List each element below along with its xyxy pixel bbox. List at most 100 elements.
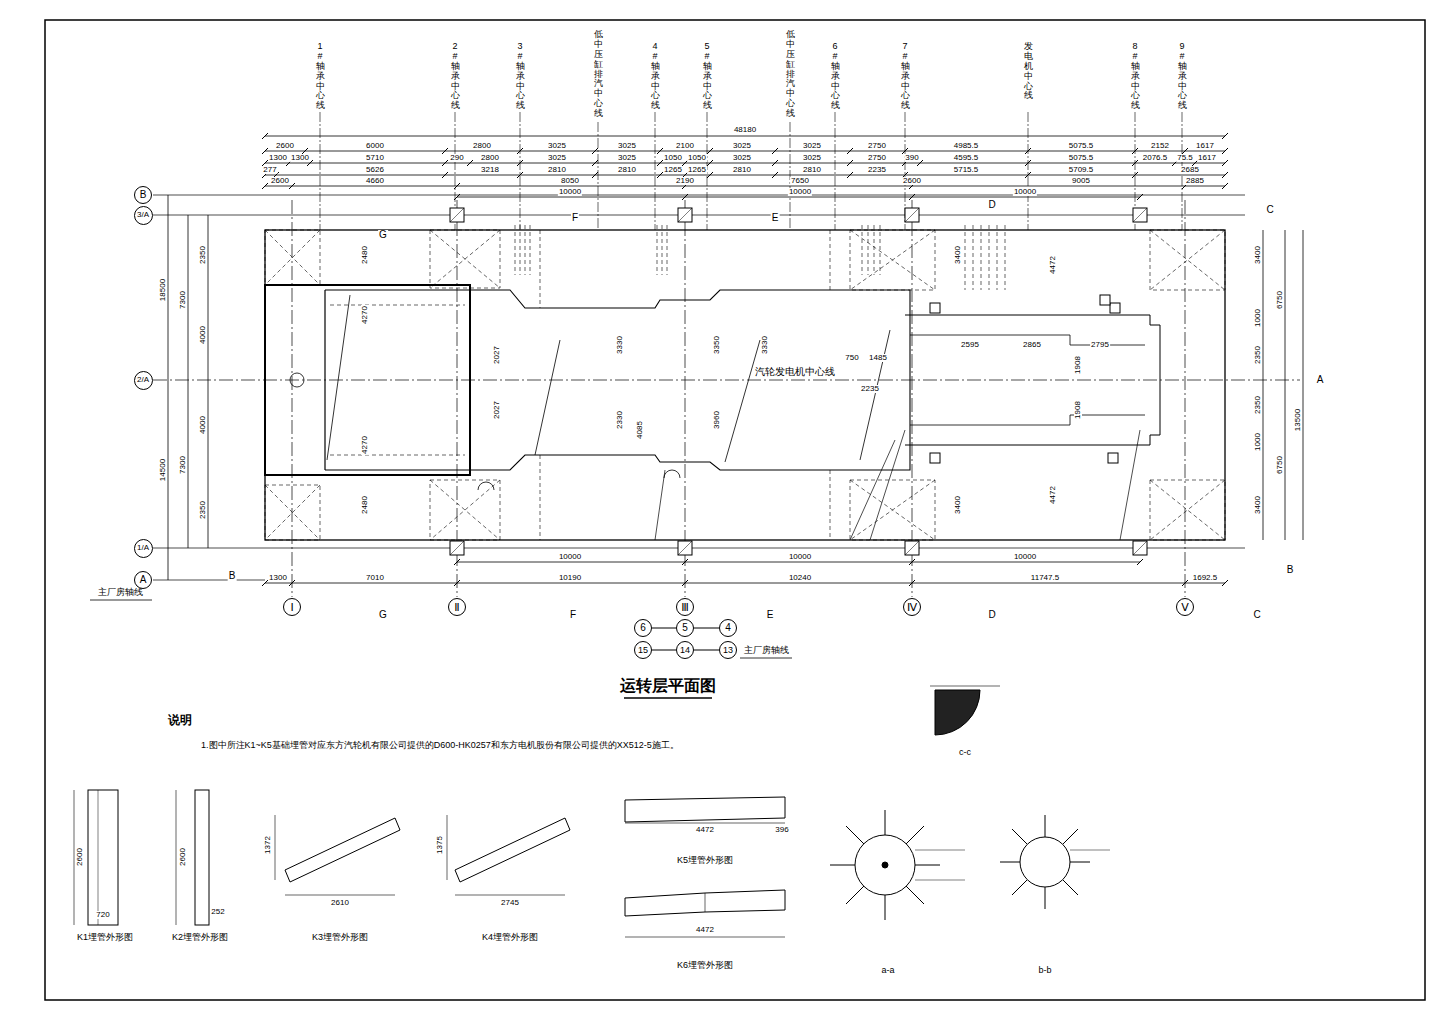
drawing-label: 2235 (860, 385, 880, 393)
drawing-label: 48180 (733, 126, 757, 134)
axis-label: 15 (638, 646, 648, 655)
dimension-tick (454, 194, 460, 200)
embedded-pipe-details-part (275, 815, 276, 880)
drawing-label: K3埋管外形图 (311, 933, 369, 942)
pier-squares-part (1133, 541, 1147, 555)
opening-boxes-part (850, 230, 935, 290)
dimension-tick (657, 148, 663, 154)
dimension-tick (262, 148, 268, 154)
embedded-pipe-details-part (1070, 850, 1110, 851)
opening-boxes-part (530, 225, 531, 275)
dimension-tick (847, 148, 853, 154)
drawing-label: 2600 (270, 177, 290, 185)
opening-boxes-part (520, 225, 521, 275)
drawing-label: 3025 (547, 154, 567, 162)
pier-squares-part (1110, 303, 1120, 313)
row-lines-part (153, 548, 1245, 549)
drawing-label: 2865 (1022, 341, 1042, 349)
axis-link (694, 650, 719, 651)
opening-boxes-part (330, 455, 465, 456)
title-underline-part (624, 697, 712, 699)
embedded-pipe-details-part (1012, 829, 1027, 844)
drawing-label: 3350 (713, 335, 721, 355)
dimension-tick (1025, 160, 1031, 166)
axis-circle: 13 (719, 641, 737, 659)
bearing-centerlines (320, 112, 1182, 230)
pier-squares (450, 208, 1147, 555)
dimension-tick (1137, 194, 1143, 200)
drawing-label: 2800 (480, 154, 500, 162)
pier-hatch (450, 208, 1147, 555)
drawing-label: 2350 (199, 500, 207, 520)
opening-boxes-part (1150, 230, 1225, 290)
drawing-label: 10000 (788, 188, 812, 196)
pier-hatch-part (450, 541, 464, 555)
drawing-label: 2027 (493, 400, 501, 420)
opening-boxes-part (850, 480, 935, 540)
dimension-tick (1025, 172, 1031, 178)
embedded-pipe-details-part (930, 686, 1000, 687)
drawing-label: 2350 (1254, 395, 1262, 415)
drawing-label: 1300 (290, 154, 310, 162)
axis-circle: B (134, 186, 152, 204)
opening-boxes-part (1150, 480, 1225, 540)
drawing-label: 1617 (1197, 154, 1217, 162)
pier-squares-part (678, 541, 692, 555)
opening-boxes-part (540, 230, 541, 308)
embedded-pipe-details-part (885, 895, 886, 920)
dimension-tick (657, 160, 663, 166)
pier-squares-part (450, 541, 464, 555)
dimension-tick (847, 160, 853, 166)
drawing-label: 2100 (675, 142, 695, 150)
dimension-tick (909, 194, 915, 200)
embedded-pipe-details (74, 686, 1110, 937)
opening-boxes-part (430, 480, 500, 540)
foundation-outline-part (870, 430, 905, 540)
drawing-label: 4085 (636, 420, 644, 440)
embedded-pipe-details-part (1045, 887, 1046, 909)
dimension-tick (909, 580, 915, 586)
drawing-label: 3025 (617, 154, 637, 162)
drawing-label: 1300 (268, 154, 288, 162)
drawing-label: c-c (958, 748, 972, 757)
dimension-lines-part (168, 380, 169, 580)
opening-boxes-part (997, 225, 998, 290)
drawing-label: 4270 (361, 435, 369, 455)
dimension-tick (1182, 580, 1188, 586)
embedded-pipe-details-part (882, 862, 888, 868)
opening-boxes-part (868, 225, 869, 275)
pier-squares-part (905, 541, 919, 555)
embedded-pipe-details-part (906, 826, 924, 844)
embedded-pipe-details-part (1012, 880, 1027, 895)
foundation-outline-part (905, 315, 1160, 445)
axis-circle: 3/A (134, 206, 153, 225)
drawing-label: 1617 (1195, 142, 1215, 150)
dimension-tick (592, 172, 598, 178)
drawing-label: a-a (880, 966, 895, 975)
drawing-label: 4#轴承中心线 (651, 42, 660, 111)
embedded-pipe-details-part (74, 790, 75, 925)
drawing-label: 1050 (663, 154, 683, 162)
axis-circle: 15 (634, 641, 652, 659)
opening-boxes-part (515, 225, 516, 275)
embedded-pipe-details-part (285, 818, 400, 882)
drawing-label: 3400 (954, 495, 962, 515)
foundation-outline-part (327, 295, 350, 460)
drawing-label: 6750 (1276, 455, 1284, 475)
drawing-label: 1#轴承中心线 (316, 42, 325, 111)
foundation-outline-part (265, 230, 1225, 540)
row-lines (153, 195, 1245, 580)
axis-circle: Ⅰ (283, 598, 301, 616)
drawing-title: 运转层平面图 (619, 678, 717, 694)
dimension-tick (707, 172, 713, 178)
foundation-outline-part (850, 440, 895, 540)
dimension-tick (442, 172, 448, 178)
opening-boxes-part (265, 230, 320, 285)
axis-circle: Ⅲ (676, 598, 694, 616)
drawing-label: 14500 (159, 458, 167, 482)
dimension-tick (592, 160, 598, 166)
drawing-label: 3025 (732, 142, 752, 150)
drawing-label: 7#轴承中心线 (901, 42, 910, 111)
dimension-ticks (262, 133, 1228, 586)
